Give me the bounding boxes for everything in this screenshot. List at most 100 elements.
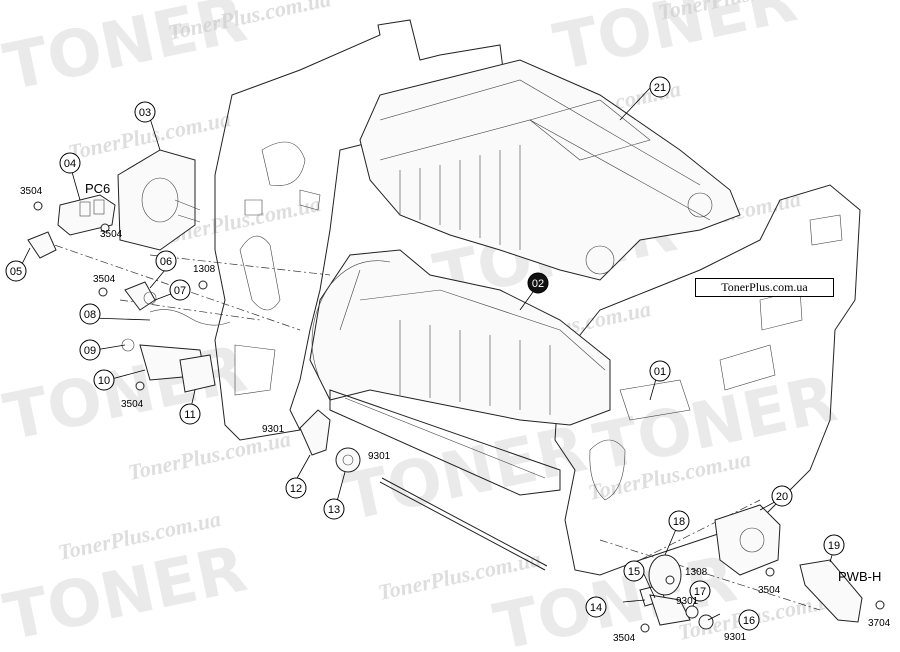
callout-19: 19: [823, 534, 845, 556]
lever-15: [649, 594, 691, 626]
callout-21: 21: [649, 76, 671, 98]
svg-text:11: 11: [184, 409, 195, 421]
svg-text:12: 12: [290, 483, 302, 495]
screw-icon: [33, 201, 43, 211]
svg-text:13: 13: [328, 504, 340, 516]
top-unit-roller-end: [687, 192, 713, 218]
callout-07: 07: [169, 279, 191, 301]
top-unit-roller-end: [585, 245, 615, 275]
top-unit-gear-cover: [529, 99, 651, 161]
part-number: 3504: [613, 633, 636, 644]
e-ring-09: [121, 338, 135, 352]
centre-line: [639, 499, 761, 561]
part-number: 3504: [100, 229, 123, 240]
screw-icon: [135, 381, 145, 391]
centre-line: [599, 539, 821, 611]
bracket-11: [179, 354, 216, 393]
svg-text:20: 20: [776, 491, 788, 503]
guide-unit-ribs: [399, 320, 551, 415]
frame-slot: [809, 214, 843, 246]
screw-icon: [100, 223, 110, 233]
part-number: 9301: [262, 424, 285, 435]
screw-icon: [640, 623, 650, 633]
svg-text:14: 14: [590, 602, 602, 614]
transfer-shaft: [379, 481, 546, 571]
part-number: 9301: [724, 632, 747, 643]
part-number: 1308: [193, 264, 216, 275]
frame-cutout: [234, 344, 276, 396]
svg-text:04: 04: [64, 158, 76, 170]
centre-line: [149, 254, 331, 276]
callout-12: 12: [285, 477, 307, 499]
svg-text:01: 01: [654, 366, 666, 378]
lower-guide-rail-edge: [344, 397, 546, 479]
screw-icon: [198, 280, 208, 290]
svg-text:19: 19: [828, 540, 840, 552]
callout-15: 15: [623, 560, 645, 582]
belt-loop: [239, 235, 281, 311]
screw-icon: [875, 600, 885, 610]
screw-icon: [98, 287, 108, 297]
callout-11: 11: [179, 403, 201, 425]
callout-18: 18: [668, 510, 690, 532]
callout-02: 02: [527, 272, 549, 294]
frame-slot: [719, 344, 776, 391]
centre-line: [39, 239, 301, 331]
callout-10: 10: [93, 369, 115, 391]
screw-icon: [765, 567, 775, 577]
motor-shaft: [174, 199, 201, 223]
lever-12: [299, 409, 331, 456]
callout-13: 13: [323, 498, 345, 520]
callout-06: 06: [155, 250, 177, 272]
callout-01: 01: [649, 360, 671, 382]
spring-08: [149, 309, 231, 326]
actuator-05: [27, 231, 57, 259]
callout-09: 09: [79, 339, 101, 361]
gear-18: [648, 554, 682, 596]
svg-text:07: 07: [174, 285, 186, 297]
svg-text:17: 17: [694, 586, 706, 598]
pwb-h-19: [799, 559, 863, 623]
screw-icon: [665, 575, 675, 585]
svg-text:09: 09: [84, 345, 96, 357]
callout-layer: 01 02 03 04 05 06 07 08 09 10 11 12 13 1…: [5, 76, 845, 631]
callout-17: 17: [689, 580, 711, 602]
sensor-pc6: [79, 201, 91, 217]
top-unit-ribs: [399, 145, 521, 250]
guide-unit-curve: [311, 260, 391, 381]
callout-08: 08: [79, 303, 101, 325]
frame-slot: [619, 379, 691, 421]
callout-04: 04: [59, 152, 81, 174]
lever-06: [124, 281, 156, 311]
callout-20: 20: [771, 485, 793, 507]
sensor-label: PC6: [85, 181, 110, 196]
gear-13: [335, 447, 361, 473]
callout-16: 16: [738, 609, 760, 631]
motor-body: [141, 177, 179, 223]
frame-slot: [244, 199, 263, 216]
callout-03: 03: [134, 101, 156, 123]
svg-text:18: 18: [673, 516, 685, 528]
svg-text:08: 08: [84, 309, 96, 321]
sensor-bracket-04: [57, 194, 116, 236]
bushing-17: [685, 605, 699, 619]
svg-text:21: 21: [654, 82, 666, 94]
part-number-layer: 3504 3504 3504 3504 3504 3504 1308 1308 …: [20, 181, 891, 644]
frame-cutout: [589, 439, 626, 501]
part-number: 1308: [685, 567, 708, 578]
part-number: 9301: [368, 451, 391, 462]
part-number: 3504: [121, 399, 144, 410]
svg-text:16: 16: [743, 615, 755, 627]
svg-text:10: 10: [98, 375, 110, 387]
guide-unit-edge: [339, 269, 606, 371]
right-frame-plate: [554, 184, 861, 576]
svg-text:05: 05: [10, 266, 22, 278]
svg-text:02: 02: [532, 278, 544, 290]
svg-text:06: 06: [160, 256, 172, 268]
lower-guide-rail: [329, 389, 561, 496]
gear-13-hub: [342, 454, 354, 466]
site-label: TonerPlus.com.ua: [695, 278, 834, 297]
sensor-pc6: [93, 199, 105, 215]
left-frame-plate: [214, 19, 506, 441]
top-unit-21: [359, 59, 741, 281]
